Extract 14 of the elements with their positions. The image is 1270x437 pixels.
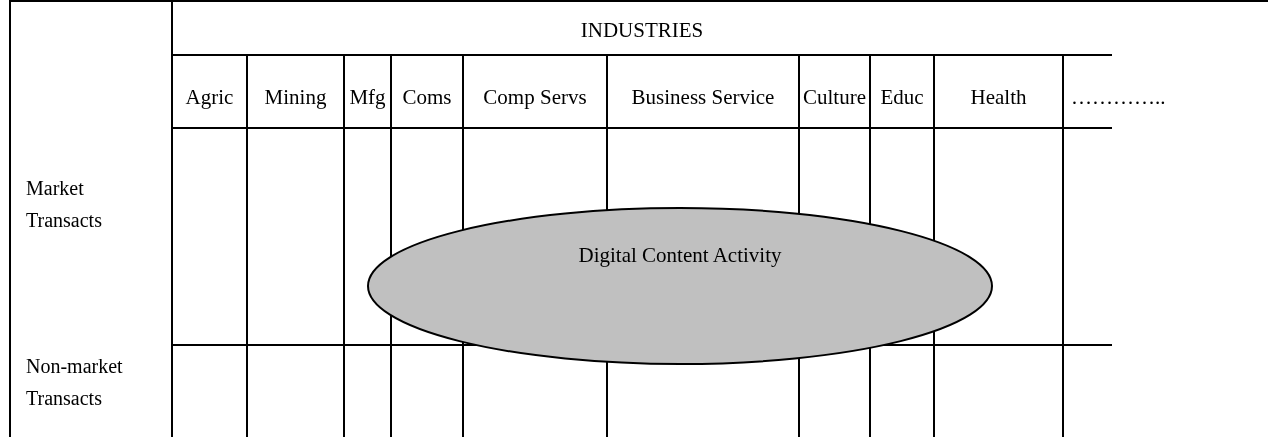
column-heading: Coms [402, 85, 452, 109]
column-heading: Mining [264, 85, 327, 109]
ellipse-label: Digital Content Activity [577, 243, 783, 268]
column-heading: Culture [803, 85, 866, 109]
column-heading: Business Service [631, 85, 775, 109]
column-heading: Comp Servs [483, 85, 587, 109]
row-heading: Non-market Transacts [26, 354, 124, 411]
column-group-heading: INDUSTRIES [579, 18, 705, 42]
row-heading: Market Transacts [26, 176, 103, 233]
column-heading: Health [970, 85, 1027, 109]
column-heading: ………….. [1071, 85, 1166, 109]
column-heading: Educ [880, 85, 924, 109]
column-heading: Mfg [349, 85, 386, 109]
column-heading: Agric [185, 85, 234, 109]
